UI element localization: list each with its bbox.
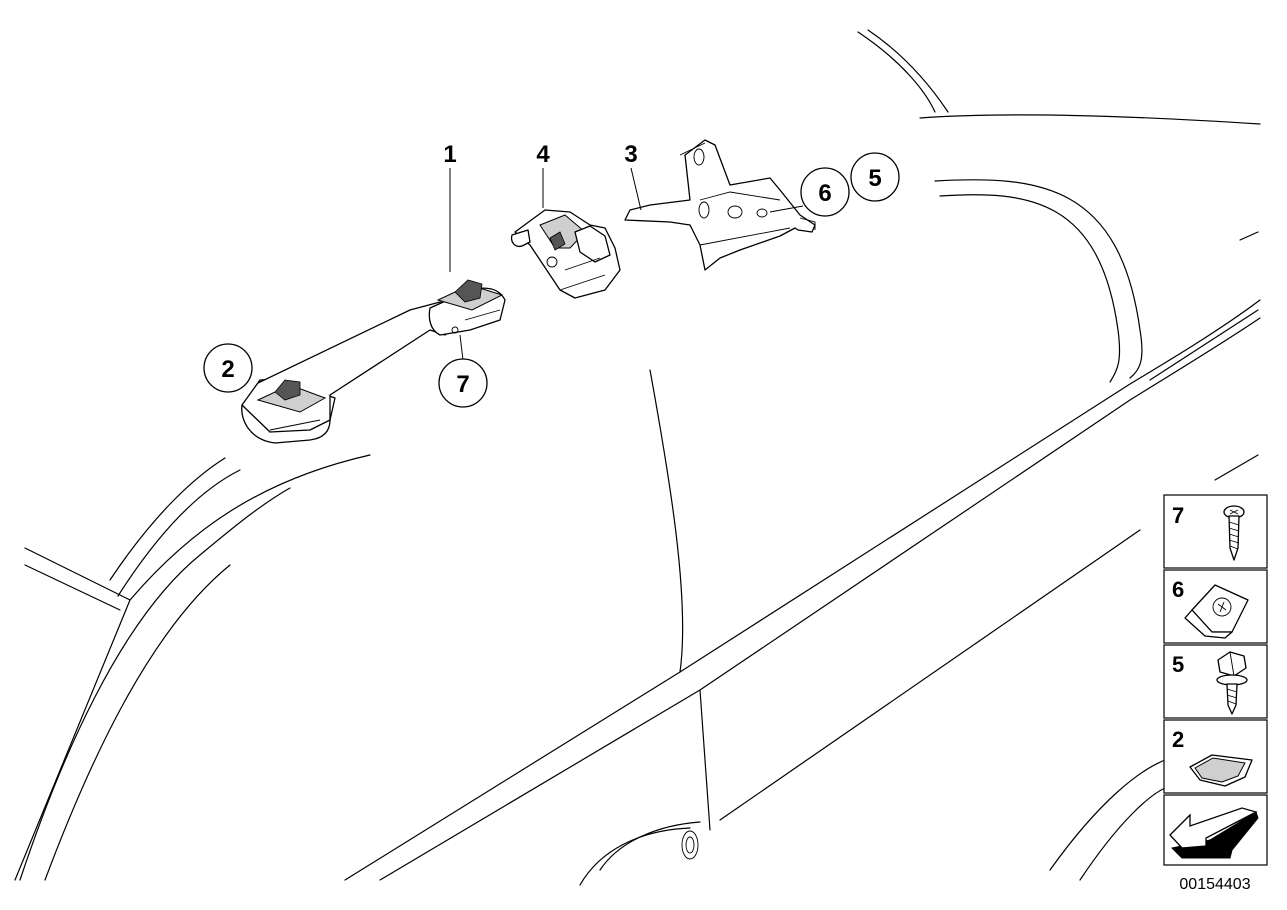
callout-5-label: 5 — [868, 165, 881, 192]
callout-4: 4 — [536, 141, 550, 168]
callout-group: 1 4 3 5 6 2 7 — [203, 141, 900, 408]
screw-icon — [1223, 505, 1245, 561]
callout-1: 1 — [443, 141, 456, 168]
clip-nut-icon — [1184, 584, 1249, 639]
callout-1-label: 1 — [443, 141, 456, 168]
callout-2: 2 — [203, 343, 253, 393]
legend-row-6: 6 — [1163, 569, 1268, 644]
callout-2-label: 2 — [221, 356, 234, 383]
legend-row-7-label: 7 — [1172, 503, 1184, 528]
legend-row-7: 7 — [1163, 494, 1268, 569]
mounting-bracket-part — [624, 139, 816, 271]
grab-handle-part — [241, 279, 506, 444]
legend-row-6-label: 6 — [1172, 577, 1184, 602]
callout-7-label: 7 — [456, 371, 469, 398]
callout-3: 3 — [624, 141, 637, 168]
legend-row-5: 5 — [1163, 644, 1268, 719]
car-body-outline — [14, 29, 1261, 886]
document-id: 00154403 — [1179, 876, 1250, 893]
leader-lines — [449, 167, 804, 361]
hex-bolt-icon — [1216, 651, 1248, 715]
callout-7: 7 — [438, 358, 488, 408]
callout-6-circle — [800, 167, 850, 217]
callout-6: 6 — [800, 167, 850, 217]
legend-panel: 7 6 5 — [1163, 494, 1268, 866]
callout-5: 5 — [850, 152, 900, 202]
callout-3-label: 3 — [624, 141, 637, 168]
legend-row-2-label: 2 — [1172, 727, 1184, 752]
legend-row-arrow — [1163, 794, 1268, 866]
callout-2-circle — [203, 343, 253, 393]
callout-7-circle — [438, 358, 488, 408]
callout-5-circle — [850, 152, 900, 202]
legend-row-5-label: 5 — [1172, 652, 1184, 677]
cover-cap-icon — [1189, 754, 1253, 787]
legend-row-2: 2 — [1163, 719, 1268, 794]
bracket-clip-part — [510, 209, 621, 299]
callout-6-label: 6 — [818, 180, 831, 207]
callout-4-label: 4 — [536, 141, 550, 168]
direction-arrow-icon — [1169, 807, 1259, 859]
